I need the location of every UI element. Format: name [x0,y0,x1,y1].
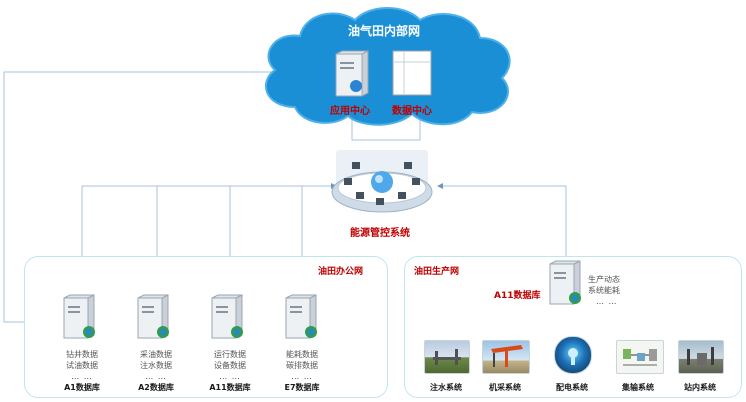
a1-db-label: A1数据库 [64,383,100,392]
a2-desc-line2: 注水数据 [140,361,172,370]
a11-server-icon [210,294,246,342]
production-network-title: 油田生产网 [414,267,460,277]
station-system-photo [678,340,724,374]
a2-server-icon [136,294,172,342]
a11-desc: 运行数据 设备数据 … … [204,349,256,382]
a1-server-icon [62,294,98,342]
a1-desc-line1: 钻井数据 [66,350,98,359]
app-center-label: 应用中心 [330,106,370,117]
a11-desc-dots: … … [219,372,241,381]
a1-desc: 钻井数据 试油数据 … … [56,349,108,382]
energy-system-label: 能源管控系统 [350,228,410,239]
cloud-title: 油气田内部网 [348,24,421,38]
production-a11-server-icon [548,260,584,308]
production-db-label: A11数据库 [494,291,541,301]
e7-desc-dots: … … [291,372,313,381]
a1-desc-line2: 试油数据 [66,361,98,370]
production-desc: 生产动态 系统能耗 … … [588,274,648,307]
e7-desc: 能耗数据 碳排数据 … … [276,349,328,382]
a11-desc-line1: 运行数据 [214,350,246,359]
a2-desc: 采油数据 注水数据 … … [130,349,182,382]
water-injection-label: 注水系统 [430,383,462,392]
e7-db-label: E7数据库 [284,383,320,392]
production-desc-line2: 系统能耗 [588,286,620,295]
e7-desc-line2: 碳排数据 [286,361,318,370]
a2-desc-line1: 采油数据 [140,350,172,359]
pumping-system-label: 机采系统 [489,383,521,392]
production-desc-line1: 生产动态 [588,275,620,284]
power-distribution-photo [554,336,592,374]
data-center-label: 数据中心 [392,106,432,117]
a1-desc-dots: … … [71,372,93,381]
power-distribution-label: 配电系统 [556,383,588,392]
a11-db-label: A11数据库 [209,383,251,392]
a2-desc-dots: … … [145,372,167,381]
water-injection-photo [424,340,470,374]
pumping-unit-photo [482,340,530,374]
gathering-system-diagram [616,340,664,374]
data-center-icon [392,50,432,96]
production-desc-dots: … … [596,297,618,306]
energy-system-hub-icon [331,150,433,213]
office-network-title: 油田办公网 [318,267,364,277]
station-system-label: 站内系统 [684,383,716,392]
app-center-server-icon [334,50,370,100]
e7-server-icon [284,294,320,342]
a11-desc-line2: 设备数据 [214,361,246,370]
e7-desc-line1: 能耗数据 [286,350,318,359]
cloud-network [264,7,511,126]
gathering-system-label: 集输系统 [622,383,654,392]
a2-db-label: A2数据库 [138,383,174,392]
